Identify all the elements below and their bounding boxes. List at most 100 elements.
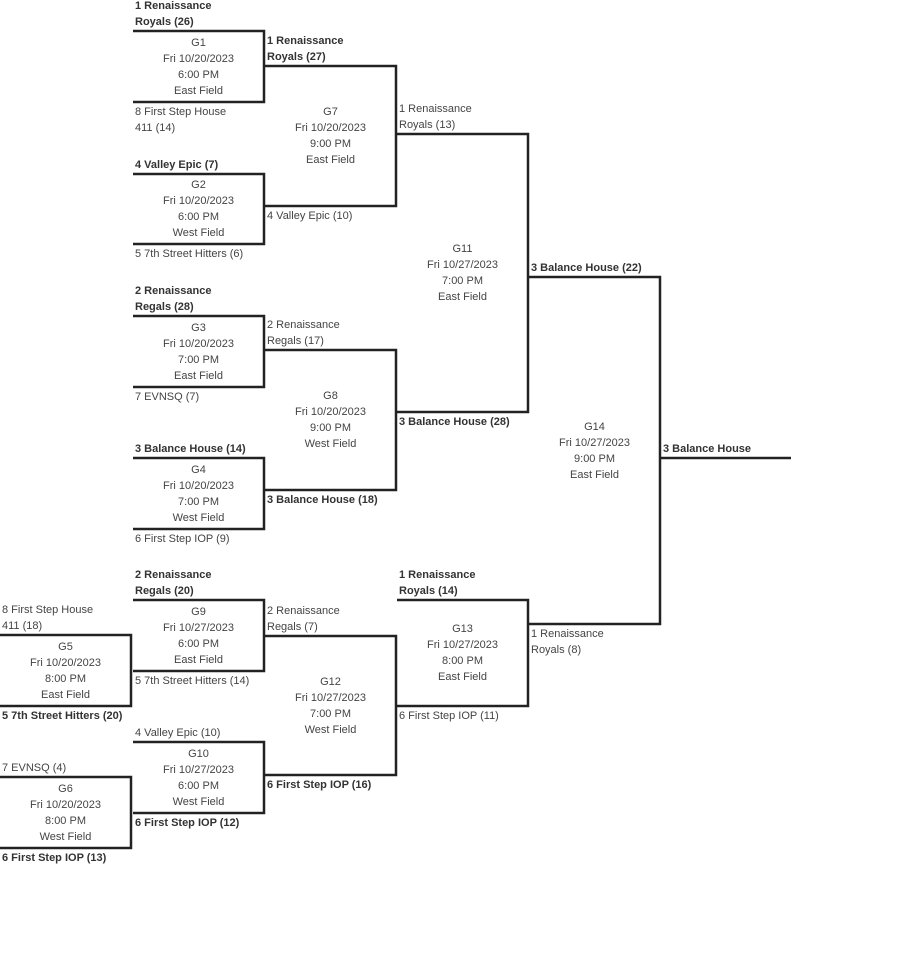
game-time: 9:00 PM	[574, 452, 615, 465]
game-field: East Field	[438, 291, 487, 303]
game-title: G11	[452, 243, 473, 255]
game-connector-g14	[529, 275, 662, 626]
game-field: East Field	[438, 671, 487, 683]
game-title: G8	[323, 390, 338, 402]
game-title: G3	[191, 321, 206, 334]
game-title: G1	[191, 36, 206, 49]
game-time: 6:00 PM	[178, 68, 219, 81]
game-connector-g13	[397, 598, 530, 708]
game-connector-g3	[133, 314, 266, 389]
game-field: East Field	[174, 653, 223, 666]
game-date: Fri 10/27/2023	[163, 763, 234, 776]
team-label-bottom: 6 First Step IOP (9)	[135, 533, 230, 545]
game-time: 6:00 PM	[178, 637, 219, 650]
game-title: G9	[191, 605, 206, 618]
game-time: 7:00 PM	[310, 707, 351, 720]
game-field: West Field	[39, 830, 92, 843]
game-title: G13	[452, 623, 473, 635]
game-date: Fri 10/20/2023	[163, 337, 234, 350]
game-date: Fri 10/20/2023	[163, 479, 234, 492]
game-field: West Field	[304, 438, 357, 450]
team-label-bottom: 5 7th Street Hitters (6)	[135, 248, 244, 260]
team-label-bottom: 6 First Step IOP (16)	[267, 779, 372, 791]
game-field: East Field	[306, 154, 355, 166]
game-title: G7	[323, 106, 338, 118]
game-connector-g9	[133, 598, 266, 673]
team-label-bottom: 6 First Step IOP (12)	[135, 817, 240, 829]
game-time: 8:00 PM	[45, 672, 86, 685]
game-connector-g6	[0, 775, 133, 850]
team-label-bottom: 3 Balance House (18)	[267, 494, 378, 506]
game-field: West Field	[172, 227, 225, 239]
game-date: Fri 10/27/2023	[427, 259, 498, 271]
game-time: 9:00 PM	[310, 138, 351, 150]
team-label-bottom: 7 EVNSQ (7)	[135, 391, 200, 403]
game-date: Fri 10/20/2023	[30, 656, 101, 669]
team-label-bottom: 4 Valley Epic (10)	[267, 210, 353, 222]
game-title: G14	[584, 420, 605, 433]
game-title: G10	[188, 747, 209, 760]
champion-label: 3 Balance House	[663, 443, 752, 455]
game-time: 8:00 PM	[45, 814, 86, 827]
game-date: Fri 10/20/2023	[163, 52, 234, 65]
game-date: Fri 10/27/2023	[295, 691, 366, 704]
game-connector-g12	[265, 634, 398, 777]
game-field: East Field	[41, 688, 90, 701]
game-date: Fri 10/27/2023	[163, 621, 234, 634]
game-field: East Field	[570, 468, 619, 481]
team-label-top: 4 Valley Epic (7)	[135, 159, 219, 171]
game-connector-g2	[133, 172, 266, 246]
game-time: 6:00 PM	[178, 779, 219, 792]
game-connector-g7	[265, 64, 398, 208]
game-time: 7:00 PM	[178, 353, 219, 366]
team-label-top: 3 Balance House (22)	[531, 262, 642, 274]
game-field: East Field	[174, 369, 223, 382]
game-date: Fri 10/20/2023	[30, 798, 101, 811]
game-time: 9:00 PM	[310, 422, 351, 434]
game-date: Fri 10/27/2023	[559, 436, 630, 449]
game-field: West Field	[172, 795, 225, 808]
game-title: G5	[58, 640, 73, 653]
team-label-bottom: 6 First Step IOP (13)	[2, 852, 107, 864]
game-connector-g1	[133, 29, 266, 104]
game-time: 6:00 PM	[178, 211, 219, 223]
game-title: G12	[320, 675, 341, 688]
game-date: Fri 10/27/2023	[427, 639, 498, 651]
game-connector-g11	[397, 132, 530, 414]
game-date: Fri 10/20/2023	[163, 195, 234, 207]
team-label-top: 4 Valley Epic (10)	[135, 727, 221, 739]
game-time: 7:00 PM	[178, 495, 219, 508]
game-connector-g10	[133, 740, 266, 815]
team-label-bottom: 3 Balance House (28)	[399, 416, 510, 428]
game-field: East Field	[174, 84, 223, 97]
game-time: 8:00 PM	[442, 655, 483, 667]
team-label-bottom: 5 7th Street Hitters (20)	[2, 710, 123, 722]
game-title: G2	[191, 179, 206, 191]
team-label-top: 7 EVNSQ (4)	[2, 762, 67, 774]
